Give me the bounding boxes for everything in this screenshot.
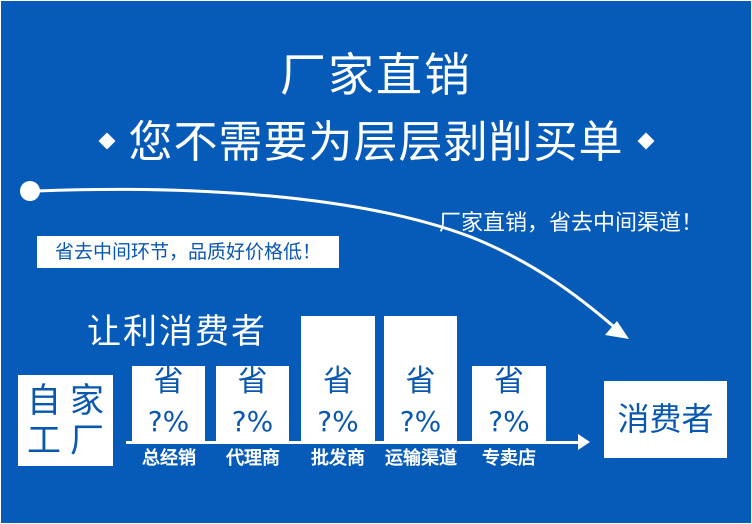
channel-bar: 省 ?% <box>384 316 457 441</box>
save-label: 省 <box>494 364 524 399</box>
channel-label: 运输渠道 <box>385 448 457 469</box>
save-percent: ?% <box>231 405 274 438</box>
channel-label: 专卖店 <box>482 448 536 469</box>
save-label: 省 <box>405 364 436 399</box>
subtitle-text: 您不需要为层层剥削买单 <box>128 117 624 168</box>
channel-label: 总经销 <box>142 448 196 469</box>
save-percent: ?% <box>317 405 359 438</box>
save-percent: ?% <box>147 405 190 438</box>
benefit-pill: 省去中间环节，品质好价格低！ <box>37 236 339 268</box>
consumer-box: 消费者 <box>604 381 727 458</box>
benefit-heading: 让利消费者 <box>87 312 267 352</box>
main-title: 厂家直销 <box>280 48 472 102</box>
factory-char: 厂 <box>70 421 104 461</box>
channel-label: 代理商 <box>226 448 280 469</box>
subtitle: 您不需要为层层剥削买单 <box>1 113 751 173</box>
channel-bar: 省 ?% <box>132 364 205 441</box>
channel-bar: 省 ?% <box>472 364 546 441</box>
channel-label: 批发商 <box>311 448 365 469</box>
save-percent: ?% <box>399 405 442 438</box>
save-label: 省 <box>153 364 184 399</box>
factory-box: 自 家 工 厂 <box>18 375 113 466</box>
channel-baseline <box>126 441 578 444</box>
save-label: 省 <box>323 364 353 399</box>
direct-sale-note: 厂家直销，省去中间渠道！ <box>439 211 704 236</box>
factory-char: 自 <box>27 381 61 421</box>
channel-bar: 省 ?% <box>216 364 289 441</box>
save-percent: ?% <box>488 405 530 438</box>
factory-char: 工 <box>27 421 61 461</box>
channel-bar: 省 ?% <box>301 316 375 441</box>
save-label: 省 <box>237 364 268 399</box>
factory-char: 家 <box>70 381 104 421</box>
